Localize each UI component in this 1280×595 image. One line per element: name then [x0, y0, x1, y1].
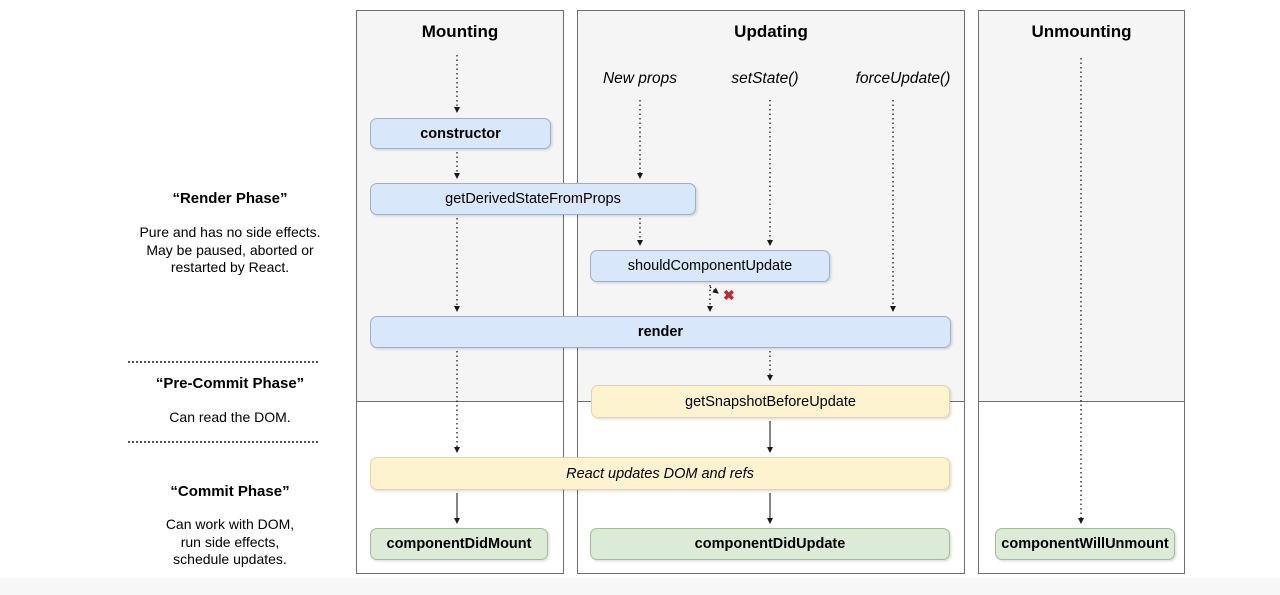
- lifecycle-box-componentdidmount-label: componentDidMount: [386, 536, 532, 552]
- lifecycle-box-componentdidupdate[interactable]: componentDidUpdate: [590, 528, 950, 560]
- lifecycle-box-getsnapshotbeforeupdate-label: getSnapshotBeforeUpdate: [685, 393, 856, 410]
- commit-phase-description: Can work with DOM, run side effects, sch…: [165, 516, 295, 567]
- bottom-band: [0, 578, 1280, 595]
- lifecycle-box-react-updates-dom-label: React updates DOM and refs: [566, 465, 754, 482]
- lifecycle-box-shouldcomponentupdate[interactable]: shouldComponentUpdate: [590, 250, 830, 282]
- lifecycle-box-getderivedstatefromprops-label: getDerivedStateFromProps: [445, 191, 621, 207]
- render-phase-description: Pure and has no side effects. May be pau…: [139, 224, 321, 275]
- phase-separator: [128, 441, 318, 443]
- trigger-set-state: setState(): [731, 70, 799, 87]
- no-rerender-x-icon: ✖: [723, 287, 735, 303]
- pre-commit-phase-description: Can read the DOM.: [169, 409, 291, 425]
- lifecycle-box-componentdidupdate-label: componentDidUpdate: [694, 536, 846, 552]
- lifecycle-box-componentwillunmount[interactable]: componentWillUnmount: [995, 528, 1175, 560]
- lifecycle-box-constructor[interactable]: constructor: [370, 118, 551, 149]
- lifecycle-box-render[interactable]: render: [370, 316, 951, 348]
- column-mounting-title: Mounting: [421, 22, 499, 41]
- pre-commit-phase-title: “Pre-Commit Phase”: [155, 375, 305, 392]
- commit-phase-title: “Commit Phase”: [170, 483, 290, 500]
- phase-separator: [128, 361, 318, 363]
- trigger-force-update: forceUpdate(): [855, 70, 951, 87]
- lifecycle-box-componentdidmount[interactable]: componentDidMount: [370, 528, 548, 560]
- lifecycle-box-componentwillunmount-label: componentWillUnmount: [1001, 536, 1169, 552]
- lifecycle-box-render-label: render: [637, 324, 684, 340]
- column-unmounting-render-area: Unmounting: [979, 11, 1184, 402]
- lifecycle-box-getsnapshotbeforeupdate[interactable]: getSnapshotBeforeUpdate: [591, 385, 950, 418]
- lifecycle-box-react-updates-dom: React updates DOM and refs: [370, 457, 950, 490]
- column-unmounting-title: Unmounting: [1031, 22, 1132, 41]
- lifecycle-box-shouldcomponentupdate-label: shouldComponentUpdate: [627, 258, 793, 274]
- lifecycle-box-constructor-label: constructor: [420, 125, 501, 142]
- lifecycle-box-getderivedstatefromprops[interactable]: getDerivedStateFromProps: [370, 183, 696, 215]
- column-unmounting: Unmounting: [978, 10, 1185, 574]
- column-updating-title: Updating: [734, 22, 808, 41]
- trigger-new-props: New props: [602, 70, 678, 87]
- render-phase-title: “Render Phase”: [172, 190, 288, 207]
